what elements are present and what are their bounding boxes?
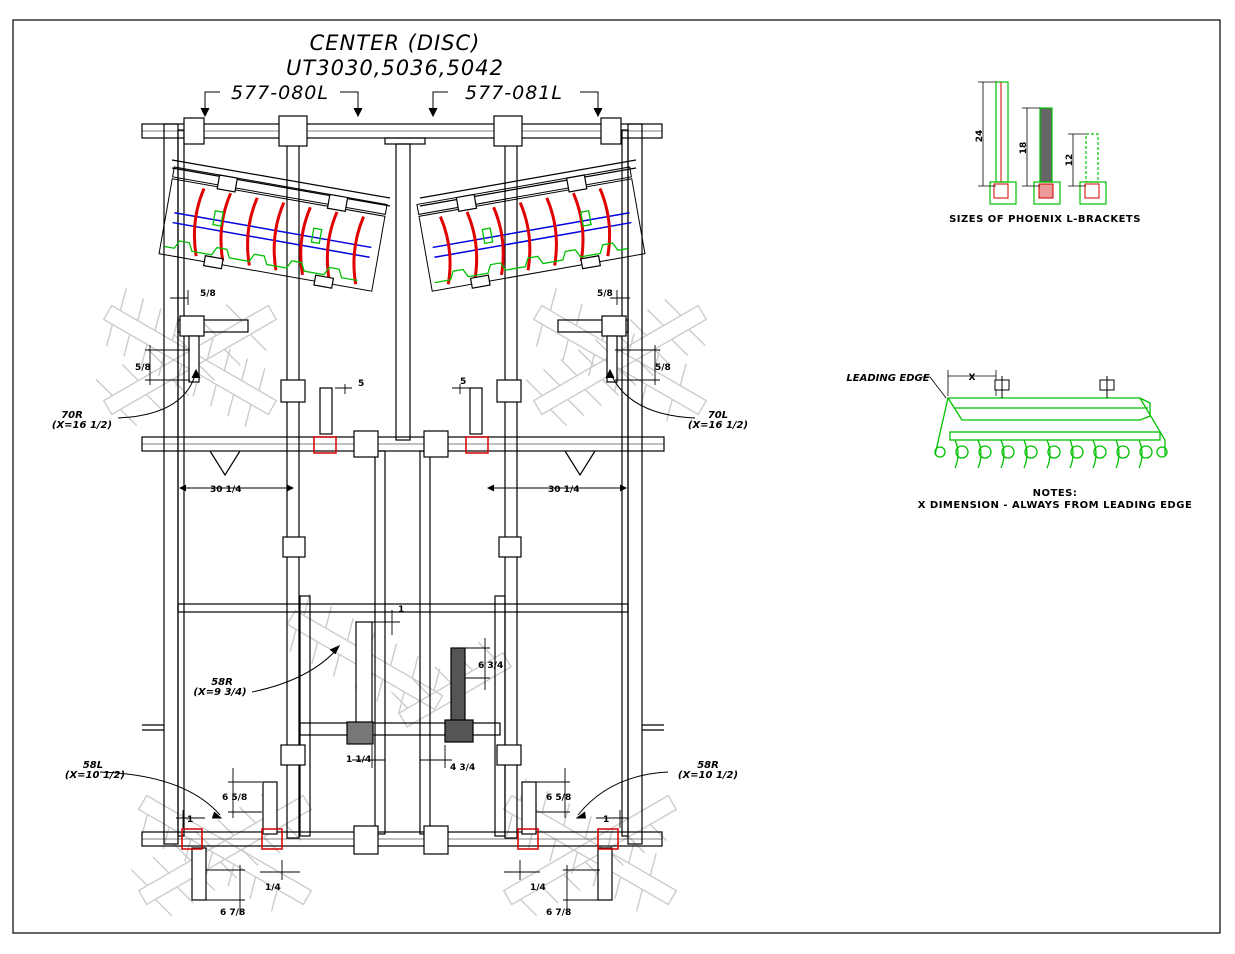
leading-edge-x: X bbox=[969, 373, 976, 383]
dim-one-quarter: 1 1/4 bbox=[346, 755, 371, 765]
part-labels bbox=[200, 91, 603, 118]
sheet-border bbox=[12, 19, 1221, 934]
dim-five-eighths-tr: 5/8 bbox=[597, 289, 613, 299]
dim-thirty-r: 30 1/4 bbox=[548, 485, 579, 495]
part-left: 577-080L bbox=[231, 82, 329, 104]
dim-five-eighths-l: 5/8 bbox=[135, 363, 151, 373]
callout-58r-mid-x: (X=9 3/4) bbox=[193, 687, 246, 698]
dim-five-eighths-tl: 5/8 bbox=[200, 289, 216, 299]
callout-58l-x: (X=10 1/2) bbox=[65, 770, 125, 781]
dim-quarter-r: 1/4 bbox=[530, 883, 546, 893]
dim-six-three-quarter: 6 3/4 bbox=[478, 661, 503, 671]
dim-four-three-quarter: 4 3/4 bbox=[450, 763, 475, 773]
callout-labels: 70R (X=16 1/2) 70L (X=16 1/2) 58R (X=9 3… bbox=[52, 410, 748, 781]
callout-leaders bbox=[99, 368, 696, 819]
notes-title: NOTES: bbox=[1033, 488, 1078, 499]
callout-58r-low-code: 58R bbox=[697, 760, 719, 771]
dim-six-five-eighths-r: 6 5/8 bbox=[546, 793, 571, 803]
ghost-disc-gangs bbox=[95, 288, 708, 916]
bracket-caption: SIZES OF PHOENIX L-BRACKETS bbox=[949, 214, 1141, 225]
dim-five-r: 5 bbox=[460, 377, 466, 387]
dim-six-seven-eighths-r: 6 7/8 bbox=[546, 908, 571, 918]
title-line1: CENTER (DISC) bbox=[310, 31, 481, 55]
title-block: CENTER (DISC) UT3030,5036,5042 bbox=[286, 31, 504, 80]
bracket-size-12: 12 bbox=[1065, 154, 1075, 167]
callout-58r-low-x: (X=10 1/2) bbox=[678, 770, 738, 781]
notes-text: X DIMENSION - ALWAYS FROM LEADING EDGE bbox=[918, 500, 1193, 511]
dimension-labels: 5/8 5/8 5/8 5/8 5 5 30 1/4 30 1/4 1 6 3/… bbox=[135, 289, 671, 918]
dim-six-seven-eighths-l: 6 7/8 bbox=[220, 908, 245, 918]
leading-edge-detail: LEADING EDGE X NOTES: X DIMENSION - ALWA… bbox=[846, 370, 1192, 511]
dim-five-l: 5 bbox=[358, 379, 364, 389]
dim-thirty-l: 30 1/4 bbox=[210, 485, 241, 495]
dim-five-eighths-r: 5/8 bbox=[655, 363, 671, 373]
dim-quarter-l: 1/4 bbox=[265, 883, 281, 893]
frame-brackets bbox=[179, 315, 627, 901]
part-right: 577-081L bbox=[465, 82, 563, 104]
dim-one-bl: 1 bbox=[187, 815, 193, 825]
dim-one-br: 1 bbox=[603, 815, 609, 825]
callout-70l-code: 70L bbox=[708, 410, 728, 421]
leading-edge-label: LEADING EDGE bbox=[846, 373, 929, 384]
dim-six-five-eighths-l: 6 5/8 bbox=[222, 793, 247, 803]
dimension-lines bbox=[145, 290, 660, 915]
bracket-size-24: 24 bbox=[975, 130, 985, 143]
dim-one-mid: 1 bbox=[398, 605, 404, 615]
callout-70r-x: (X=16 1/2) bbox=[52, 420, 112, 431]
callout-70l-x: (X=16 1/2) bbox=[688, 420, 748, 431]
callout-58r-mid-code: 58R bbox=[211, 677, 233, 688]
title-line2: UT3030,5036,5042 bbox=[286, 56, 504, 80]
callout-58l-code: 58L bbox=[83, 760, 103, 771]
top-disc-gangs bbox=[158, 166, 646, 292]
mounting-plates bbox=[183, 115, 622, 855]
callout-70r-code: 70R bbox=[61, 410, 83, 421]
l-bracket-sizes: 24 18 12 SIZES OF PHOENIX L-BRACKETS bbox=[949, 81, 1141, 225]
bracket-size-18: 18 bbox=[1019, 142, 1029, 155]
